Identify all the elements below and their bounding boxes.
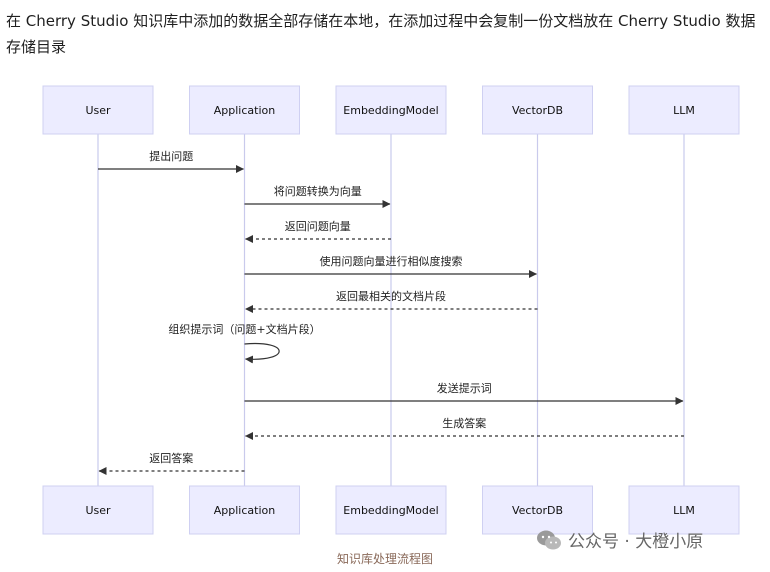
- watermark-text: 公众号 · 大橙小原: [568, 532, 704, 552]
- watermark: 公众号 · 大橙小原: [536, 527, 703, 552]
- message-label-7: 发送提示词: [437, 381, 492, 395]
- participant-box-application-bottom: [189, 485, 300, 535]
- participant-box-embeddingmodel-bottom: [335, 485, 447, 535]
- participant-label-vectordb-top: VectorDB: [512, 104, 563, 117]
- message-label-3: 返回问题向量: [285, 219, 351, 233]
- message-arrow-6: [244, 342, 280, 364]
- participant-box-application-top: [189, 85, 300, 135]
- message-label-8: 生成答案: [442, 416, 486, 430]
- participant-label-application-top: Application: [214, 104, 275, 117]
- participant-label-embeddingmodel-top: EmbeddingModel: [343, 104, 438, 117]
- participant-box-llm-top: [628, 85, 740, 135]
- message-label-1: 提出问题: [149, 149, 193, 163]
- participant-label-user-bottom: User: [85, 504, 111, 517]
- message-label-2: 将问题转换为向量: [274, 184, 362, 198]
- message-label-9: 返回答案: [149, 451, 193, 465]
- participant-box-llm-bottom: [628, 485, 740, 535]
- message-label-6: 组织提示词（问题+文档片段）: [168, 322, 320, 336]
- participant-label-embeddingmodel-bottom: EmbeddingModel: [343, 504, 438, 517]
- participant-box-user-bottom: [42, 485, 154, 535]
- message-label-4: 使用问题向量进行相似度搜索: [320, 254, 463, 268]
- participant-label-user-top: User: [85, 104, 111, 117]
- intro-text: 在 Cherry Studio 知识库中添加的数据全部存储在本地，在添加过程中会…: [6, 12, 756, 56]
- participant-label-application-bottom: Application: [214, 504, 275, 517]
- participant-label-vectordb-bottom: VectorDB: [512, 504, 563, 517]
- message-label-5: 返回最相关的文档片段: [336, 289, 446, 303]
- participant-box-embeddingmodel-top: [335, 85, 447, 135]
- wechat-icon: [537, 530, 561, 549]
- figure-caption: 知识库处理流程图: [336, 552, 433, 566]
- participant-box-vectordb-bottom: [482, 485, 593, 535]
- participant-box-vectordb-top: [482, 85, 593, 135]
- participant-box-user-top: [42, 85, 154, 135]
- participant-label-llm-bottom: LLM: [673, 504, 695, 517]
- participant-label-llm-top: LLM: [673, 104, 695, 117]
